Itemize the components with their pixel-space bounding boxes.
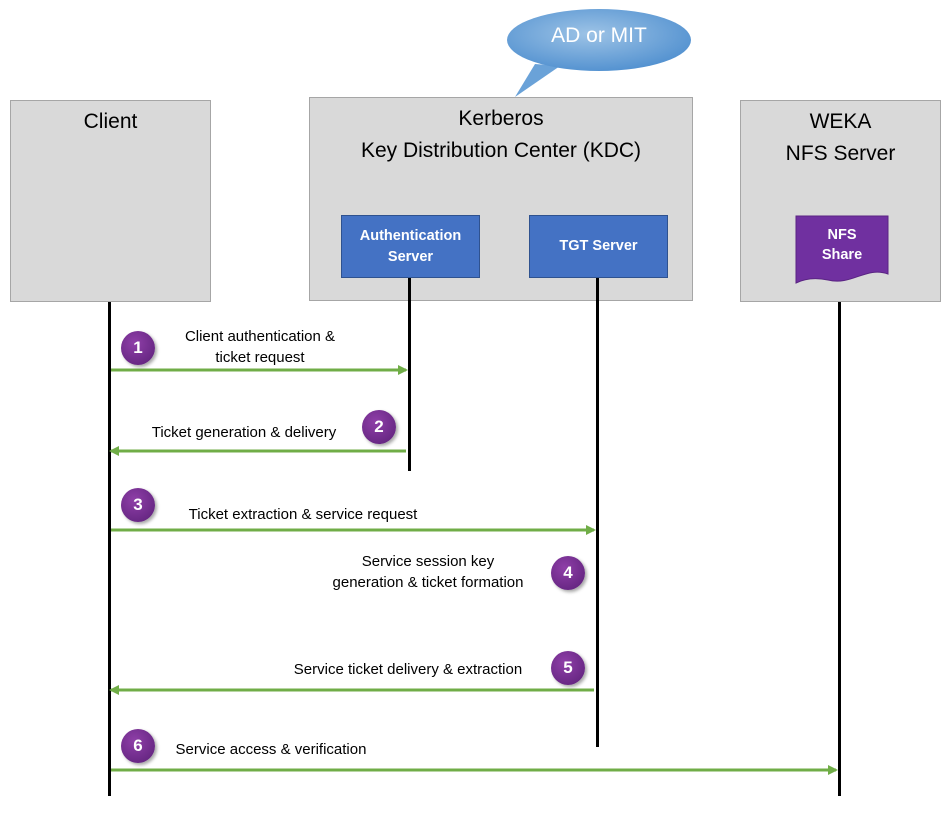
step-2-badge: 2 xyxy=(362,410,396,444)
step-5-badge: 5 xyxy=(551,651,585,685)
step-4-label-line2: generation & ticket formation xyxy=(332,574,524,591)
tgt-server-label: TGT Server xyxy=(559,238,638,254)
client-title: Client xyxy=(83,110,138,133)
kdc-box: Kerberos Key Distribution Center (KDC) A… xyxy=(309,97,693,301)
step-4-badge: 4 xyxy=(551,556,585,590)
step-3-label: Ticket extraction & service request xyxy=(188,506,418,523)
step-6-label: Service access & verification xyxy=(175,741,367,758)
client-box: Client xyxy=(10,100,211,302)
nfs-share-line2: Share xyxy=(821,247,863,263)
nfs-share-line1: NFS xyxy=(827,227,857,243)
step-4-label-line1: Service session key xyxy=(361,553,495,570)
weka-title-line2: NFS Server xyxy=(785,142,896,165)
step-1-label-line1: Client authentication & xyxy=(184,328,336,345)
authentication-server: Authentication Server xyxy=(341,215,480,278)
auth-server-line2: Server xyxy=(387,248,434,265)
weka-title-line1: WEKA xyxy=(809,110,872,133)
callout-text: AD or MIT xyxy=(551,24,647,47)
step-3-badge: 3 xyxy=(121,488,155,522)
step-2-label: Ticket generation & delivery xyxy=(151,424,337,441)
kdc-title-line1: Kerberos xyxy=(458,107,544,130)
kdc-title-line2: Key Distribution Center (KDC) xyxy=(360,139,642,162)
tgt-server: TGT Server xyxy=(529,215,668,278)
client-lifeline xyxy=(108,302,111,796)
nfs-server-lifeline xyxy=(838,302,841,796)
step-5-label: Service ticket delivery & extraction xyxy=(293,661,523,678)
step-6-badge: 6 xyxy=(121,729,155,763)
auth-server-lifeline xyxy=(408,278,411,471)
step-1-label-line2: ticket request xyxy=(215,349,305,366)
step-1-badge: 1 xyxy=(121,331,155,365)
tgt-server-lifeline xyxy=(596,278,599,747)
auth-server-line1: Authentication xyxy=(359,227,462,244)
